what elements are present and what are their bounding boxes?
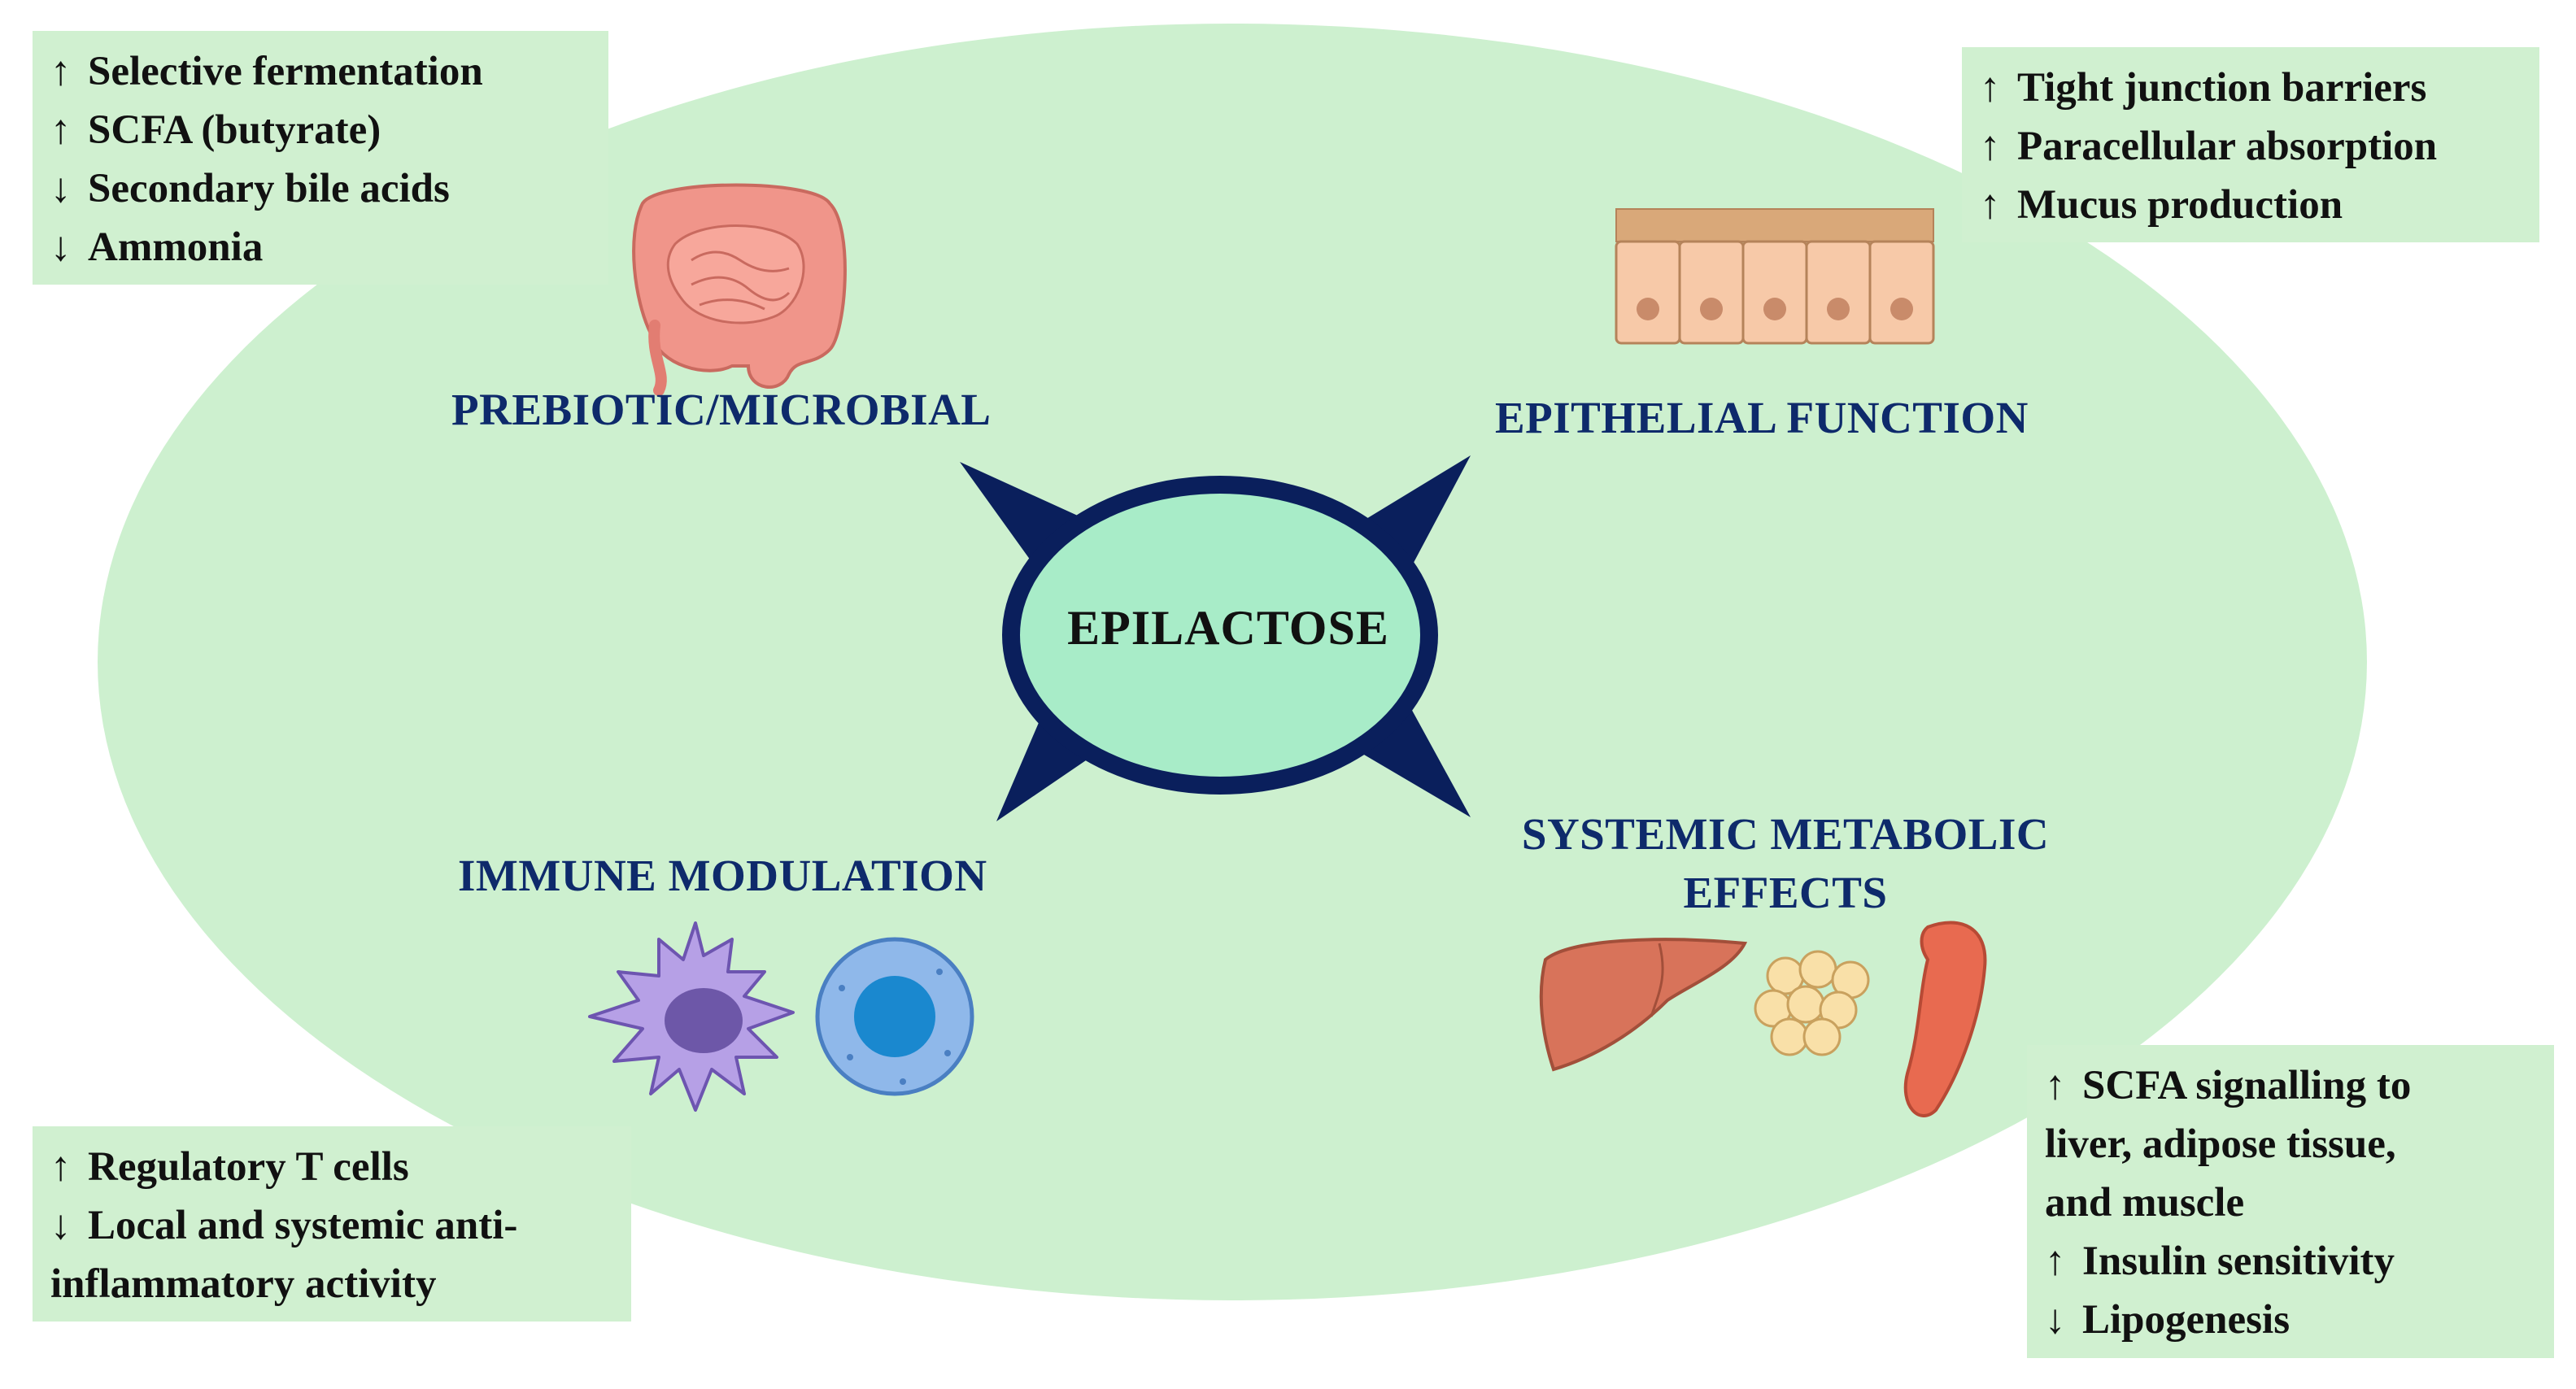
heading-metabolic-line2: EFFECTS [1683, 868, 1888, 917]
list-item: ↑Tight junction barriers [1980, 59, 2522, 117]
organs-icon [1539, 921, 1987, 1117]
arrow-down-icon: ↓ [50, 224, 72, 270]
arrow-up-icon: ↑ [50, 49, 72, 94]
heading-metabolic-line1: SYSTEMIC METABOLIC [1521, 809, 2050, 859]
list-item: ↑Selective fermentation [50, 42, 591, 101]
center-ellipse [1020, 494, 1420, 777]
immune-effects-box: ↑Regulatory T cells ↓Local and systemic … [33, 1126, 631, 1322]
list-item: ↓Ammonia [50, 218, 591, 276]
dendritic-cell-icon [588, 921, 795, 1112]
epithelial-cells-icon [1615, 208, 1935, 345]
list-item: ↓Lipogenesis [2045, 1291, 2536, 1349]
lymphocyte-icon [815, 937, 974, 1096]
arrow-down-icon: ↓ [50, 166, 72, 211]
arrow-up-icon: ↑ [1980, 65, 2001, 111]
heading-epithelial: EPITHELIAL FUNCTION [1495, 393, 2029, 442]
list-item: ↑Mucus production [1980, 176, 2522, 234]
heading-metabolic: SYSTEMIC METABOLIC EFFECTS [1497, 805, 2074, 922]
arrow-up-icon: ↑ [1980, 182, 2001, 228]
list-item: ↑Regulatory T cells [50, 1138, 613, 1196]
arrow-up-icon: ↑ [50, 107, 72, 153]
liver-icon [1539, 938, 1748, 1072]
adipose-icon [1754, 950, 1870, 1056]
arrow-up-icon: ↑ [2045, 1063, 2066, 1108]
immune-cells-icon [588, 921, 974, 1112]
metabolic-effects-box: ↑SCFA signalling to liver, adipose tissu… [2027, 1045, 2554, 1358]
list-item: ↓Secondary bile acids [50, 159, 591, 218]
arrow-up-icon: ↑ [1980, 124, 2001, 169]
list-item: and muscle [2045, 1180, 2245, 1226]
muscle-icon [1903, 921, 1987, 1117]
list-item: ↑SCFA signalling to [2045, 1056, 2536, 1115]
heading-prebiotic: PREBIOTIC/MICROBIAL [451, 385, 992, 434]
arrow-down-icon: ↓ [50, 1203, 72, 1248]
list-item: ↑Paracellular absorption [1980, 117, 2522, 176]
prebiotic-effects-box: ↑Selective fermentation ↑SCFA (butyrate)… [33, 31, 608, 285]
intestine-icon [632, 183, 847, 396]
center-label: EPILACTOSE [1067, 601, 1389, 655]
arrow-up-icon: ↑ [2045, 1239, 2066, 1284]
list-item: inflammatory activity [50, 1261, 437, 1307]
list-item: ↑SCFA (butyrate) [50, 101, 591, 159]
heading-immune: IMMUNE MODULATION [458, 851, 987, 900]
epithelial-effects-box: ↑Tight junction barriers ↑Paracellular a… [1962, 47, 2539, 242]
arrow-down-icon: ↓ [2045, 1297, 2066, 1343]
list-item: ↓Local and systemic anti- [50, 1196, 613, 1255]
list-item: liver, adipose tissue, [2045, 1121, 2396, 1167]
arrow-up-icon: ↑ [50, 1144, 72, 1190]
list-item: ↑Insulin sensitivity [2045, 1232, 2536, 1291]
